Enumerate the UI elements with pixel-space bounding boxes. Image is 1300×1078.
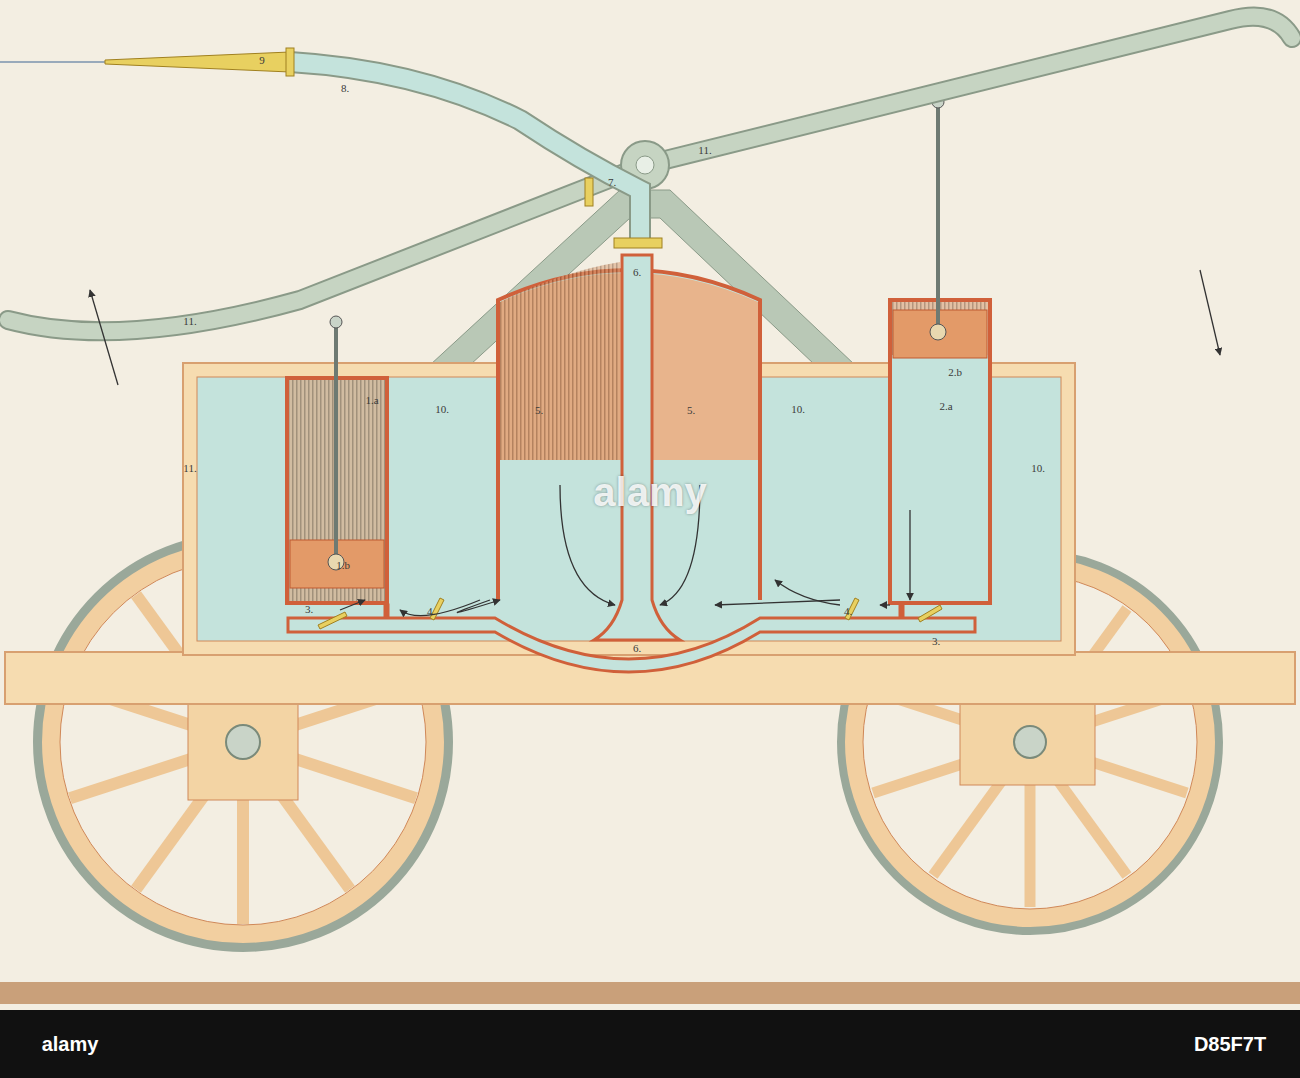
rear-wheel <box>226 725 260 759</box>
callout-number: 4. <box>427 606 435 617</box>
callout-number: 6. <box>633 267 641 278</box>
pump-cylinder <box>890 355 990 603</box>
hose <box>585 178 593 206</box>
piston-rod <box>328 96 946 570</box>
flow-arrow <box>715 600 840 605</box>
valve-flap <box>318 612 347 629</box>
callout-number: 10. <box>435 404 449 415</box>
piston-rod <box>936 102 940 332</box>
flow-arrow <box>90 270 1220 616</box>
callout-number: 10. <box>1031 463 1045 474</box>
callout-number: 8. <box>341 83 349 94</box>
pump-lever <box>636 156 654 174</box>
air-vessel <box>500 262 620 460</box>
callout-number: 3. <box>932 636 940 647</box>
flow-arrow <box>880 604 890 605</box>
watermark: D85F7T <box>1194 1034 1266 1054</box>
callout-number: 11. <box>698 145 711 156</box>
discharge-pipe <box>594 255 680 640</box>
callout-number: 2.b <box>948 367 962 378</box>
callout-number: 10. <box>791 404 805 415</box>
watermark: alamy <box>42 1034 99 1054</box>
callout-number: 11. <box>183 316 196 327</box>
pump-lever <box>8 17 1292 332</box>
hose <box>105 52 290 72</box>
pump-lever <box>8 17 1292 332</box>
callout-number: 1.b <box>336 560 350 571</box>
callout-number: 11. <box>183 463 196 474</box>
pump-lever <box>8 17 1292 332</box>
piston-rod <box>330 316 342 328</box>
callout-number: 5. <box>535 405 543 416</box>
callout-number: 3. <box>305 604 313 615</box>
ground-strip <box>0 982 1300 1004</box>
watermark-bar <box>0 1010 1300 1078</box>
flow-arrow <box>340 600 365 610</box>
front-wheel <box>1014 726 1046 758</box>
callout-number: 4. <box>844 606 852 617</box>
piston-rod <box>334 322 338 562</box>
hose <box>0 61 105 63</box>
flow-arrow <box>909 510 910 600</box>
flow-arrow <box>457 600 500 613</box>
hose <box>286 48 294 76</box>
pump-cylinder <box>890 300 990 603</box>
hose <box>290 62 640 240</box>
hose <box>0 48 662 248</box>
callout-number: 2.a <box>939 401 952 412</box>
piston-rod <box>930 324 946 340</box>
callout-number: 9 <box>259 55 265 66</box>
callout-number: 1.a <box>365 395 378 406</box>
rear-wheel <box>188 690 298 800</box>
flow-arrow <box>1200 270 1220 355</box>
pump-cylinder <box>890 300 990 603</box>
callout-number: 7. <box>608 177 616 188</box>
hose <box>290 62 640 240</box>
callout-number: 5. <box>687 405 695 416</box>
callout-number: 6. <box>633 643 641 654</box>
hose <box>614 238 662 248</box>
valve-flap <box>918 605 942 622</box>
flow-arrow <box>775 580 840 605</box>
watermark: alamy <box>593 472 706 512</box>
flow-arrow <box>90 290 118 385</box>
